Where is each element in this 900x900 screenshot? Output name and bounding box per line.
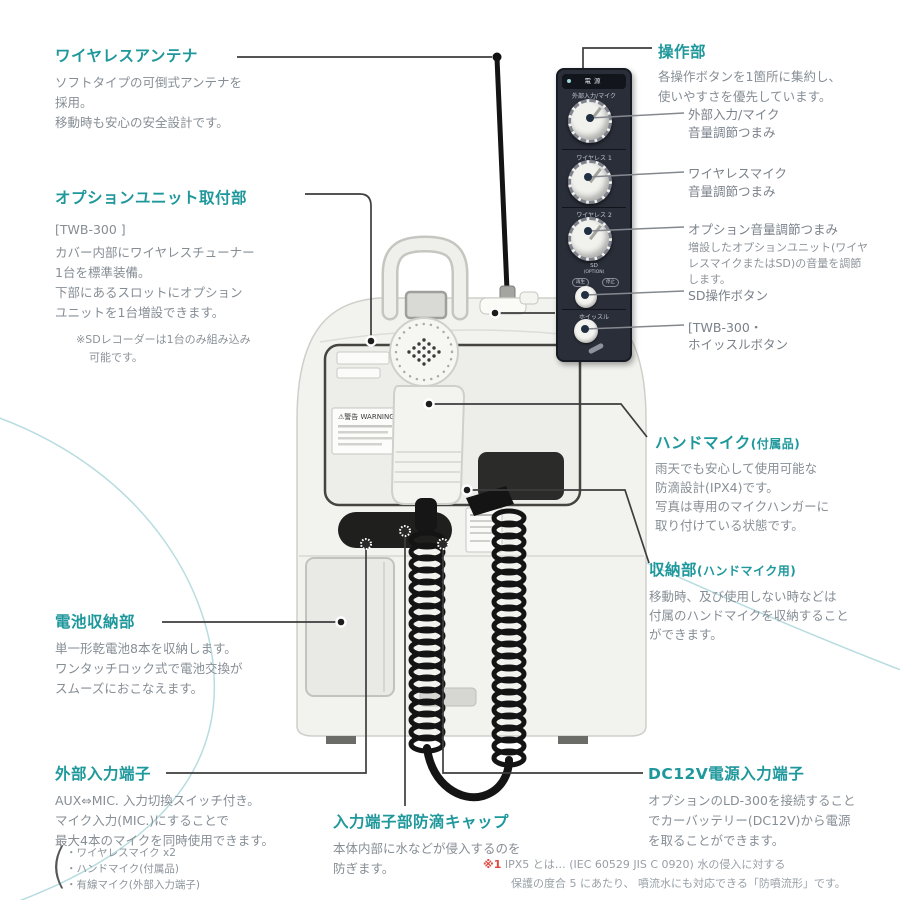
carry-handle — [384, 237, 466, 318]
text-line: 防滴設計(IPX4)です。 — [655, 480, 779, 495]
sd-button-label: SD操作ボタン — [688, 288, 769, 303]
knob-input-label: 外部入力/マイク — [688, 107, 780, 122]
text-line: 使いやすさを優先しています。 — [658, 89, 832, 104]
knob-wireless-label: 音量調節つまみ — [688, 184, 776, 199]
warning-label-line — [338, 431, 388, 434]
storage-title-main: 収納部 — [649, 561, 698, 579]
wireless-mic-volume-knob[interactable] — [568, 160, 612, 204]
panel-wireless2-label: ワイヤレス 2 — [576, 212, 612, 219]
hand-mic-title-main: ハンドマイク — [655, 434, 751, 452]
rear-panel-label-strip-1 — [336, 351, 390, 365]
warning-label-text: ⚠警告 WARNING — [338, 412, 395, 421]
text-line: 採用。 — [55, 95, 93, 110]
text-line: 移動時も安心の安全設計です。 — [55, 115, 229, 130]
text-line: します。 — [688, 273, 731, 286]
warning-label-line — [338, 443, 382, 446]
text-line: 取り付けている状態です。 — [655, 518, 804, 533]
text-line: マイク入力(MIC.)にすることで — [55, 813, 229, 828]
knob-input-label: 音量調節つまみ — [688, 125, 776, 140]
hand-mic-title-suffix: (付属品) — [750, 437, 801, 451]
hand-mic-ribs — [394, 451, 461, 483]
text-line: AUX⇔MIC. 入力切換スイッチ付き。 — [55, 793, 260, 808]
storage-title: 収納部(ハンドマイク用) — [649, 558, 796, 580]
option-volume-knob[interactable] — [568, 217, 612, 261]
antenna-rod — [494, 55, 510, 293]
text-line: ワンタッチロック式で電池交換が — [55, 661, 243, 676]
option-unit-title: オプションユニット取付部 — [55, 189, 248, 207]
text-line: 増設したオプションユニット(ワイヤ — [688, 241, 868, 254]
rear-panel-label-strip-2 — [336, 367, 381, 379]
warning-label-line — [338, 425, 392, 428]
footnote-line: 保護の度合 5 にあたり、 噴流水にも対応できる「防噴流形」です。 — [511, 877, 846, 890]
operation-title: 操作部 — [658, 43, 707, 61]
text-line: カバー内部にワイヤレスチューナー — [55, 245, 255, 260]
list-item: ・有線マイク(外部入力端子) — [66, 879, 200, 891]
wireless-antenna-title: ワイヤレスアンテナ — [55, 47, 198, 65]
text-line: 防ぎます。 — [333, 861, 395, 876]
hand-mic-grille — [407, 338, 441, 366]
power-strip: 電源 — [562, 74, 626, 89]
text-line: 最大4本のマイクを同時使用できます。 — [55, 833, 274, 848]
dc12v-title: DC12V電源入力端子 — [648, 765, 805, 783]
text-line: 各操作ボタンを1箇所に集約し、 — [658, 69, 841, 84]
panel-sd-option-label: (OPTION) — [583, 270, 605, 275]
panel-whistle-label: ホイッスル — [578, 314, 609, 321]
footnote-mark: ※1 — [483, 858, 502, 871]
panel-wireless1-label: ワイヤレス 1 — [576, 155, 612, 162]
storage-title-suffix: (ハンドマイク用) — [697, 564, 797, 578]
text-line: でカーバッテリー(DC12V)から電源 — [648, 813, 851, 828]
footnote-line: ※1 IPX5 とは… (IEC 60529 JIS C 0920) 水の侵入に… — [483, 856, 785, 872]
power-led-icon — [567, 79, 571, 83]
sd-stop-button[interactable]: 停止 — [602, 278, 619, 287]
text-line: 下部にあるスロットにオプション — [55, 285, 243, 300]
panel-divider — [562, 149, 626, 150]
text-line: スムーズにおこなえます。 — [55, 681, 204, 696]
text-line: ができます。 — [649, 627, 723, 642]
text-line: 本体内部に水などが侵入するのを — [333, 841, 521, 856]
list-item: ・ワイヤレスマイク x2 — [66, 847, 176, 859]
panel-divider — [562, 309, 626, 310]
hand-mic-dotted-ring — [394, 322, 454, 382]
text-line: [TWB-300 ] — [55, 222, 126, 237]
whistle-button-label: [TWB-300・ — [688, 320, 763, 335]
text-line: ※SDレコーダーは1台のみ組み込み — [76, 333, 251, 346]
text-line: ユニットを1台増設できます。 — [55, 305, 225, 320]
warning-label-line — [338, 437, 392, 440]
text-line: 付属のハンドマイクを収納すること — [649, 608, 849, 623]
knob-wireless-label: ワイヤレスマイク — [688, 166, 788, 181]
panel-divider — [562, 207, 626, 208]
panel-sd-label: SD — [590, 263, 598, 269]
ext-input-title: 外部入力端子 — [55, 765, 152, 783]
battery-title: 電池収納部 — [55, 613, 136, 631]
text-line: 移動時、及び使用しない時などは — [649, 589, 837, 604]
text-line: 雨天でも安心して使用可能な — [655, 461, 818, 476]
text-line: を取ることができます。 — [648, 833, 785, 848]
footnote-text: IPX5 とは… (IEC 60529 JIS C 0920) 水の侵入に対する — [504, 858, 786, 871]
text-line: レスマイクまたはSD)の音量を調節 — [688, 257, 862, 270]
whistle-holder-clip — [519, 291, 539, 305]
knob-option-label: オプション音量調節つまみ — [688, 222, 839, 237]
text-line: オプションのLD-300を接続すること — [648, 793, 856, 808]
text-line: 写真は専用のマイクハンガーに — [655, 499, 830, 514]
text-line: 可能です。 — [89, 351, 143, 364]
drip-cap-title: 入力端子部防滴キャップ — [333, 813, 510, 831]
text-line: 1台を標準装備。 — [55, 265, 151, 280]
text-line: ソフトタイプの可倒式アンテナを — [55, 75, 243, 90]
panel-input-mic-label: 外部入力/マイク — [572, 93, 616, 100]
list-item: ・ハンドマイク(付属品) — [66, 863, 179, 875]
whistle-button-label: ホイッスルボタン — [688, 337, 789, 352]
list-bracket: ( — [50, 836, 68, 894]
hand-mic-cable-boot — [415, 498, 437, 532]
text-line: 単一形乾電池8本を収納します。 — [55, 641, 237, 656]
hand-mic-title: ハンドマイク(付属品) — [655, 431, 800, 453]
